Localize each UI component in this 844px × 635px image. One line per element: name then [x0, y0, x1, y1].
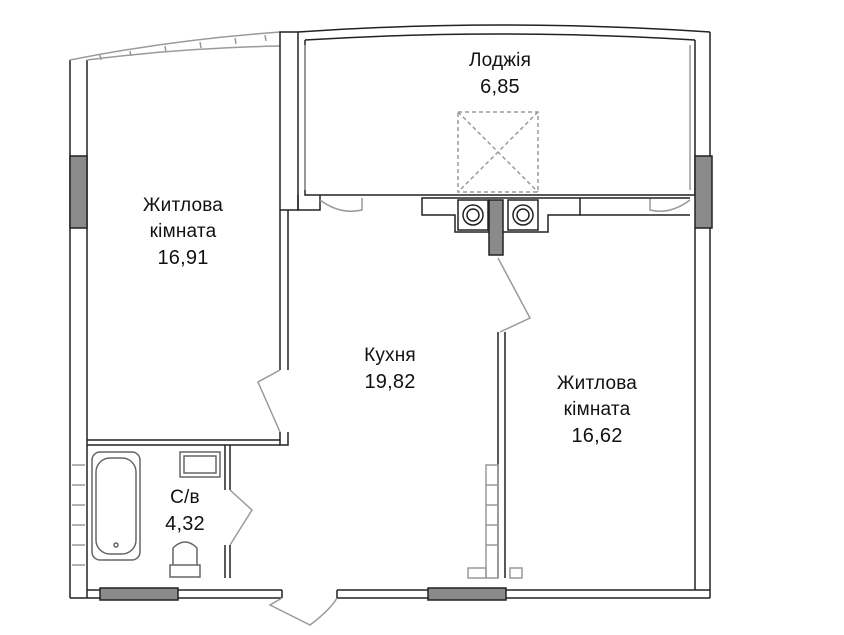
- room-living-2-name-line2: кімната: [563, 399, 631, 420]
- toilet-bowl: [172, 541, 198, 565]
- room-living-2-name-line1: Житлова: [556, 373, 638, 394]
- partition-left-room-lower2: [279, 432, 289, 446]
- door-living-room-2: [497, 257, 532, 333]
- bathtub-drain: [113, 542, 119, 548]
- room-living-2-area: 16,62: [571, 425, 623, 447]
- partition-left-room: [279, 31, 299, 211]
- room-living-1-area: 16,91: [157, 247, 209, 269]
- room-living-1-name-line1: Житлова: [142, 195, 224, 216]
- partition-left-room-lower: [279, 210, 289, 370]
- loggia-bottom-wall: [297, 195, 321, 211]
- room-loggia-area: 6,85: [480, 76, 520, 98]
- column-bottom-right: [427, 587, 507, 601]
- column-left: [69, 155, 88, 229]
- room-bathroom-name: С/в: [170, 487, 200, 508]
- shaft-right-inner: [516, 208, 530, 222]
- shaft-right: [507, 199, 539, 231]
- loggia-hatch-cross: [457, 111, 539, 193]
- shaft-block: [421, 197, 581, 233]
- room-kitchen-name: Кухня: [364, 345, 416, 366]
- window-bottom-right: [467, 567, 523, 579]
- bathroom-top-wall: [87, 439, 280, 490]
- loggia-window: [304, 45, 691, 190]
- room-living-1-label: Житлова кімната 16,91: [118, 193, 248, 271]
- door-loggia-left: [319, 198, 363, 212]
- column-bottom-left: [99, 587, 179, 601]
- sink-inner: [183, 455, 217, 474]
- room-bathroom-area: 4,32: [165, 513, 205, 535]
- window-partition-right: [485, 464, 499, 579]
- room-living-1-name-line2: кімната: [149, 221, 217, 242]
- window-left-bottom: [72, 464, 85, 566]
- loggia-top-wall: [297, 24, 711, 41]
- sink: [179, 451, 221, 478]
- outer-wall-right: [694, 228, 711, 598]
- room-living-2-label: Житлова кімната 16,62: [532, 371, 662, 449]
- toilet-tank: [169, 564, 201, 578]
- room-bathroom-label: С/в 4,32: [140, 485, 230, 537]
- window-top-left: [99, 34, 267, 61]
- door-loggia-right: [649, 198, 691, 212]
- room-loggia-label: Лоджія 6,85: [440, 48, 560, 100]
- room-kitchen-area: 19,82: [364, 371, 416, 393]
- shaft-left-outer: [462, 204, 484, 226]
- door-living-room-1: [257, 369, 281, 433]
- bathroom-right-wall: [224, 445, 231, 578]
- room-loggia-name: Лоджія: [468, 50, 532, 71]
- outer-wall-left: [69, 60, 88, 598]
- bathtub-inner: [95, 457, 137, 555]
- partition-right-room: [497, 332, 506, 578]
- bathtub: [91, 451, 141, 561]
- entrance-door: [268, 597, 338, 626]
- outer-wall-top-curve: [69, 31, 281, 61]
- column-right: [694, 155, 713, 229]
- shaft-left: [457, 199, 489, 231]
- shaft-wall-to-right: [580, 197, 690, 216]
- shaft-left-inner: [466, 208, 480, 222]
- outer-wall-bottom-right: [336, 589, 710, 599]
- room-kitchen-label: Кухня 19,82: [330, 343, 450, 395]
- shaft-right-outer: [512, 204, 534, 226]
- shaft-column: [488, 199, 504, 256]
- bathroom-door: [229, 489, 253, 546]
- loggia-hatch-square: [457, 111, 539, 193]
